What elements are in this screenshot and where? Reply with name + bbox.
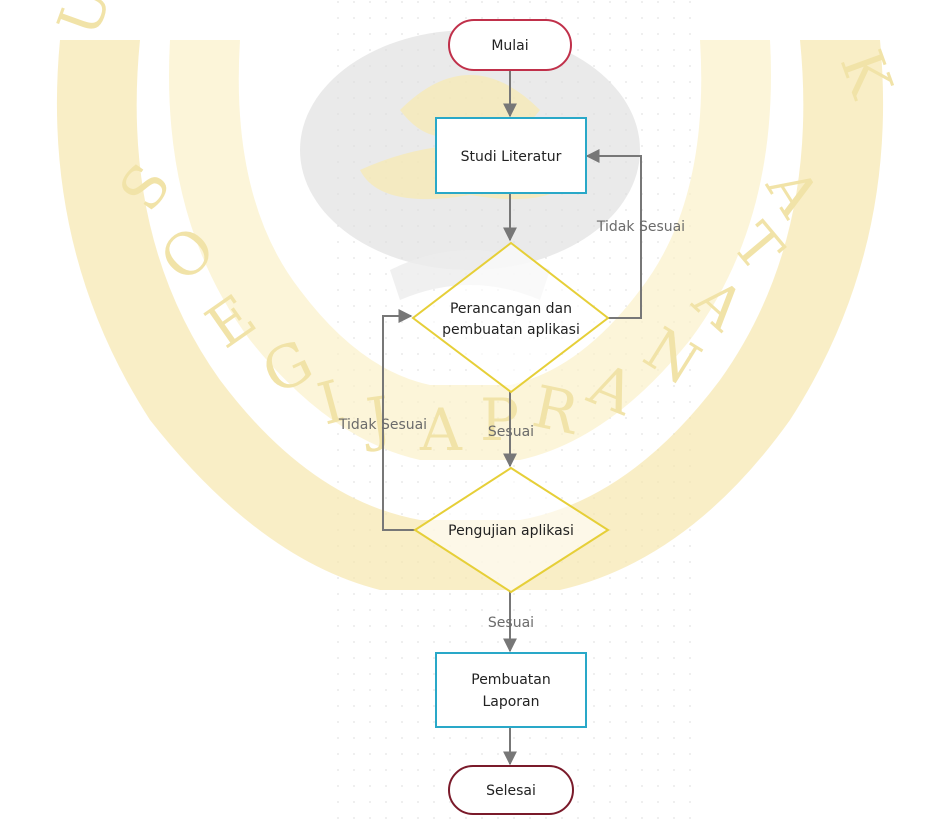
node-end: Selesai [448, 765, 574, 815]
connectors [382, 70, 642, 766]
literature-process-shape [435, 117, 587, 194]
node-start: Mulai [448, 19, 572, 71]
node-report: Pembuatan Laporan [435, 652, 587, 728]
edge-label-design-to-literature: Tidak Sesuai [596, 219, 685, 235]
literature-label: Studi Literatur [461, 149, 562, 165]
seal-inner-band [169, 40, 771, 460]
arrow-design-to-literature [585, 149, 642, 319]
edge-label-design-to-testing: Sesuai [488, 424, 534, 440]
seal-letter: U [44, 0, 125, 45]
arrow-testing-to-design [382, 309, 415, 531]
end-label: Selesai [486, 783, 536, 799]
report-label-line-1: Pembuatan [471, 672, 550, 688]
design-decision-shape [411, 241, 610, 394]
seal-letter: P [480, 386, 519, 454]
node-testing: Pengujian aplikasi [413, 466, 610, 594]
design-label-line-1: Perancangan dan [450, 301, 572, 317]
testing-label: Pengujian aplikasi [448, 523, 574, 539]
start-label: Mulai [491, 38, 528, 54]
report-process-shape [435, 652, 587, 728]
end-terminator-shape [448, 765, 574, 815]
edge-label-testing-to-design: Tidak Sesuai [338, 417, 427, 433]
testing-decision-shape [413, 466, 610, 594]
edge-label-testing-to-report: Sesuai [488, 615, 534, 631]
seal-outer-band [56, 40, 884, 590]
report-label-line-2: Laporan [482, 694, 539, 710]
seal-letter: A [419, 396, 463, 464]
start-terminator-shape [448, 19, 572, 71]
node-design: Perancangan dan pembuatan aplikasi [411, 241, 610, 394]
node-literature: Studi Literatur [435, 117, 587, 194]
design-label-line-2: pembuatan aplikasi [442, 322, 580, 338]
